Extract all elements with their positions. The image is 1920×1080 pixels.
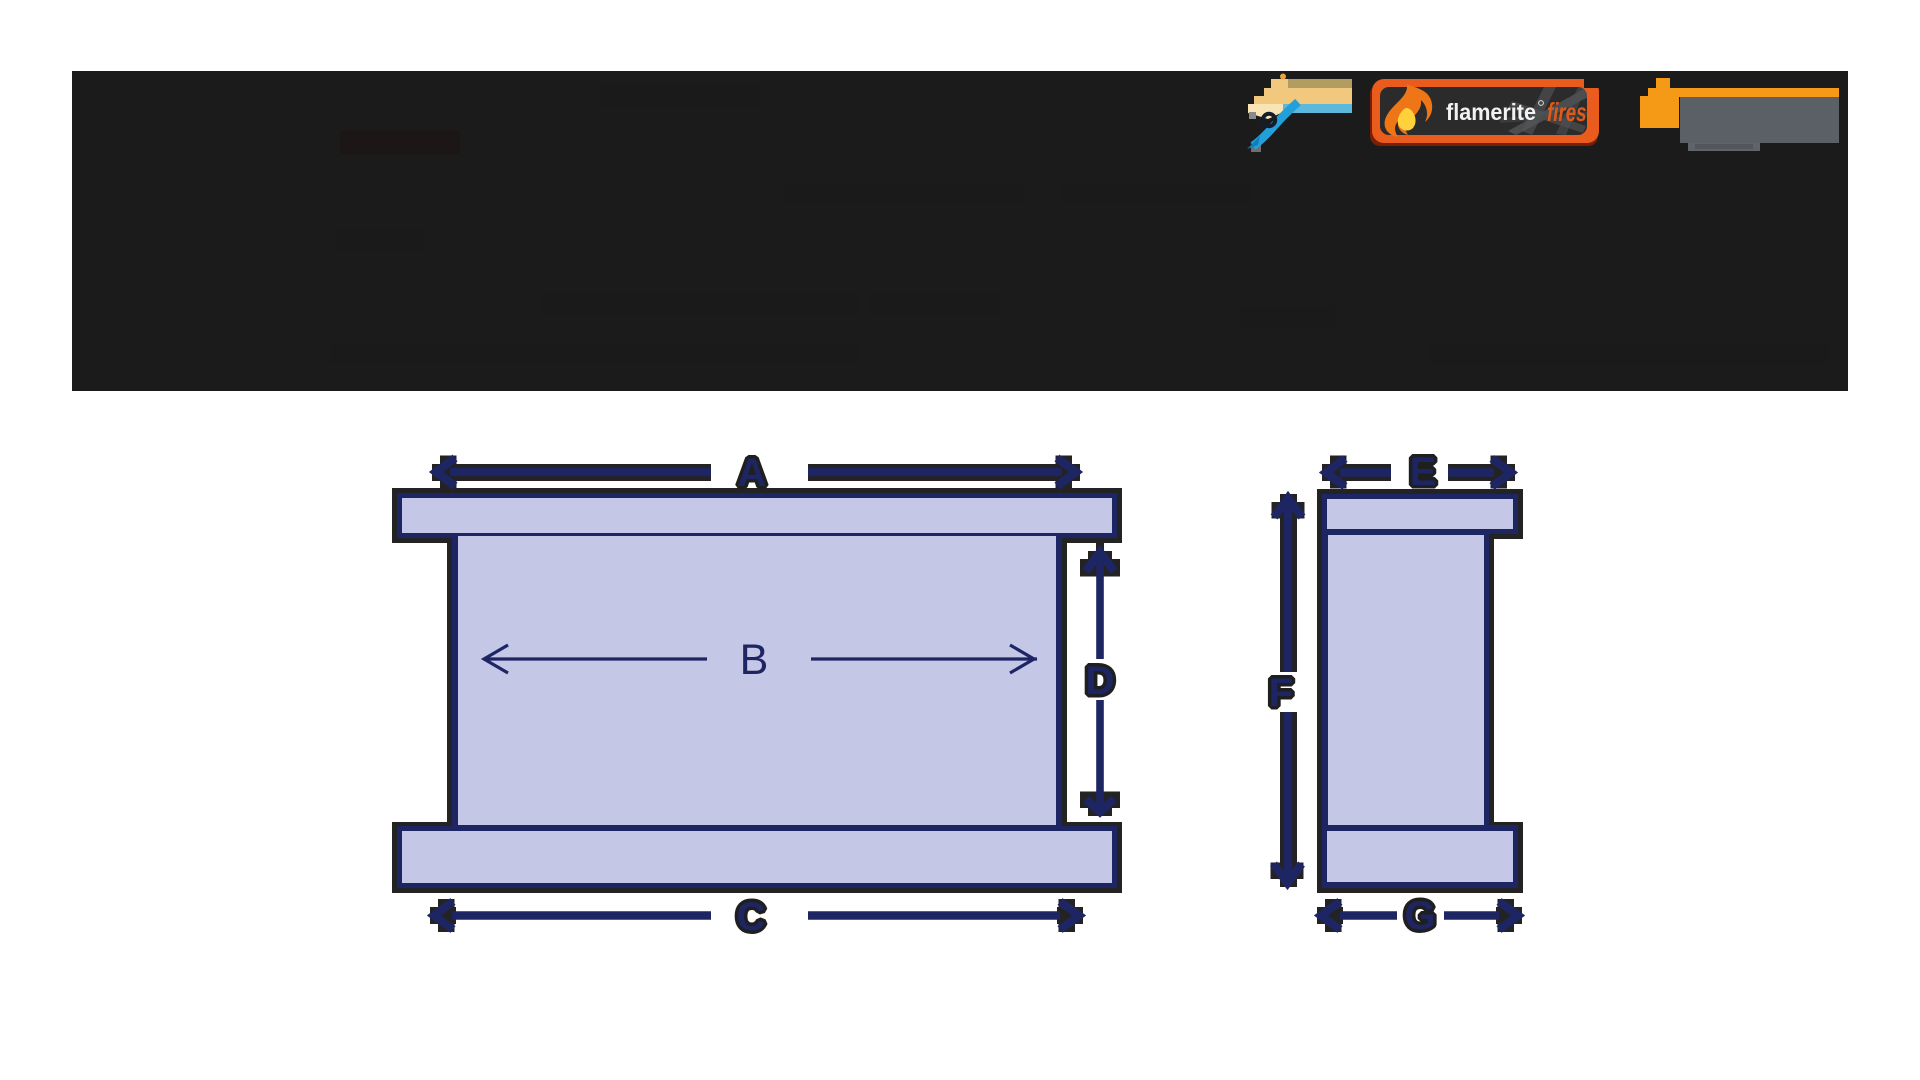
svg-text:D: D: [1086, 659, 1115, 703]
svg-text:fires: fires: [1547, 97, 1587, 127]
svg-text:flamerite: flamerite: [1446, 99, 1536, 125]
svg-text:E: E: [1410, 450, 1437, 494]
svg-text:B: B: [740, 636, 769, 684]
svg-text:G: G: [1404, 894, 1435, 938]
svg-text:A: A: [738, 451, 767, 495]
svg-text:F: F: [1269, 671, 1293, 715]
svg-text:C: C: [737, 895, 766, 939]
